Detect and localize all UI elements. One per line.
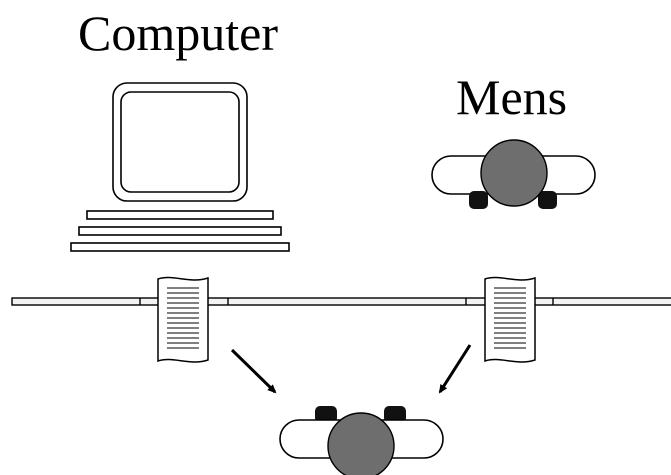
person-topview-icon bbox=[431, 139, 596, 209]
human-label: Mens bbox=[456, 69, 568, 125]
computer-label: Computer bbox=[78, 5, 278, 61]
text-document-icon bbox=[157, 276, 209, 363]
arrow-icon bbox=[230, 348, 277, 394]
divider-wall bbox=[11, 297, 671, 306]
computer-terminal-icon bbox=[70, 82, 290, 252]
arrow-icon bbox=[438, 344, 472, 394]
text-document-icon bbox=[484, 276, 536, 363]
interrogator-topview-icon bbox=[279, 406, 444, 475]
